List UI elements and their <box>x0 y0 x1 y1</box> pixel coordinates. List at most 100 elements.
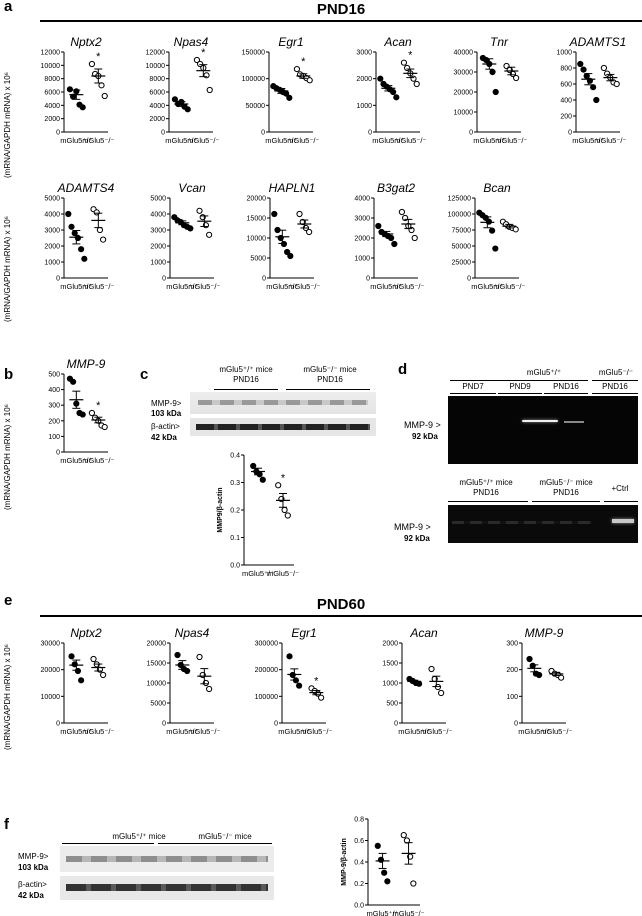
chart-ylabel: MMP-9/β-actin <box>341 838 348 885</box>
data-point <box>513 74 520 82</box>
y-tick-label: 0.8 <box>354 817 364 824</box>
data-point <box>492 245 499 252</box>
y-tick-label: 2000 <box>44 116 60 123</box>
data-point <box>90 655 97 663</box>
chart-a9: 05000100001500020000HAPLN1mGlu5⁺/⁺mGlu5⁻… <box>247 181 321 291</box>
y-tick-label: 4000 <box>44 103 60 110</box>
zymo-d-top-band-kda: 92 kDa <box>412 432 438 441</box>
zymo-d-band-pnd9 <box>522 420 558 422</box>
data-point <box>187 225 194 232</box>
x-tick-label: mGlu5⁻/⁻ <box>540 727 572 736</box>
data-point <box>384 878 391 885</box>
y-tick-label: 0 <box>514 721 518 728</box>
y-tick-label: 0.0 <box>354 903 364 910</box>
zymo-d-wt-label: mGlu5⁺/⁺ <box>526 368 562 377</box>
x-tick-label: mGlu5⁺/⁺ <box>265 136 297 145</box>
y-tick-label: 200 <box>560 114 572 121</box>
x-tick-label: mGlu5⁻/⁻ <box>288 282 320 291</box>
y-tick-label: 0.3 <box>230 480 240 487</box>
data-point <box>65 210 72 218</box>
x-tick-label: mGlu5⁻/⁻ <box>82 456 114 465</box>
chart-title: Npas4 <box>174 35 209 49</box>
data-point <box>306 77 313 84</box>
blot-c-actin-bands <box>196 424 370 430</box>
chart-title: Nptx2 <box>70 626 102 640</box>
data-point <box>393 94 400 101</box>
y-tick-label: 1000 <box>150 260 166 267</box>
blot-f-actin-strip <box>60 876 274 900</box>
significance-marker: * <box>96 51 101 63</box>
zymo-d-ko-label: mGlu5⁻/⁻ <box>598 368 634 377</box>
x-tick-label: mGlu5⁺/⁺ <box>367 909 399 916</box>
data-point <box>281 506 288 514</box>
blot-f-band1-label: MMP-9> <box>18 852 49 861</box>
y-tick-label: 3000 <box>44 228 60 235</box>
y-tick-label: 500 <box>48 372 60 379</box>
y-tick-label: 600 <box>560 82 572 89</box>
data-point <box>101 423 108 431</box>
blot-c-band1-label: MMP-9> <box>151 399 182 408</box>
chart-title: Acan <box>383 35 412 49</box>
data-point <box>100 671 107 679</box>
y-tick-label: 4000 <box>149 103 165 110</box>
data-point <box>250 462 257 470</box>
x-tick-label: mGlu5⁺/⁺ <box>370 282 402 291</box>
zymo-d-band-pnd16 <box>564 421 584 423</box>
x-tick-label: mGlu5⁻/⁻ <box>82 727 114 736</box>
data-point <box>259 476 266 483</box>
y-tick-label: 0.6 <box>354 838 364 845</box>
y-tick-label: 0.0 <box>230 563 240 570</box>
x-tick-label: mGlu5⁺/⁺ <box>572 136 604 145</box>
data-point <box>96 226 104 234</box>
chart-title: Tnr <box>490 35 509 49</box>
y-tick-label: 6000 <box>44 90 60 97</box>
y-tick-label: 0 <box>56 130 60 137</box>
chart-title: Acan <box>409 626 438 640</box>
y-tick-label: 0 <box>162 721 166 728</box>
zymo-d-bottom-bands <box>452 521 592 524</box>
x-tick-label: mGlu5⁻/⁻ <box>267 569 299 578</box>
y-tick-label: 0.4 <box>230 453 240 460</box>
zymo-d-bottom-gel <box>448 505 638 543</box>
y-tick-label: 8000 <box>44 76 60 83</box>
y-tick-label: 8000 <box>149 76 165 83</box>
zymo-d-lane3-rule <box>544 393 588 394</box>
y-tick-label: 1000 <box>556 50 572 57</box>
data-point <box>79 411 86 418</box>
blot-c-group2-rule <box>286 389 370 390</box>
y-tick-label: 0 <box>56 276 60 283</box>
y-tick-label: 0 <box>161 130 165 137</box>
x-tick-label: mGlu5⁺/⁺ <box>60 727 92 736</box>
chart-title: MMP-9 <box>525 626 564 640</box>
y-tick-label: 3000 <box>354 216 370 223</box>
zymo-d-lane4-rule <box>592 393 638 394</box>
y-tick-label: 100 <box>506 694 518 701</box>
x-tick-label: mGlu5⁺/⁺ <box>166 282 198 291</box>
y-tick-label: 10000 <box>247 236 267 243</box>
data-point <box>66 86 74 93</box>
data-point <box>590 84 597 91</box>
blot-c-mmp9-strip <box>190 392 376 414</box>
chart-title: Nptx2 <box>70 35 102 49</box>
y-tick-label: 2000 <box>44 244 60 251</box>
data-point <box>101 92 108 100</box>
y-tick-label: 0 <box>162 276 166 283</box>
significance-marker: * <box>314 675 319 687</box>
data-point <box>580 66 587 73</box>
zymo-d-bottom-g1-rule <box>448 501 528 502</box>
zymo-d-bottom-g2-rule <box>532 501 600 502</box>
y-tick-label: 3000 <box>356 50 372 57</box>
blot-f-mmp9-bands <box>66 856 268 862</box>
y-tick-label: 25000 <box>452 260 472 267</box>
chart-a8: 010002000300040005000VcanmGlu5⁺/⁺mGlu5⁻/… <box>150 181 220 291</box>
data-point <box>400 59 408 66</box>
y-tick-label: 0 <box>394 721 398 728</box>
panel-label-e: e <box>4 592 13 609</box>
data-point <box>391 240 398 248</box>
data-point <box>410 880 417 887</box>
y-tick-label: 0.1 <box>230 535 240 542</box>
y-tick-label: 6000 <box>149 90 165 97</box>
